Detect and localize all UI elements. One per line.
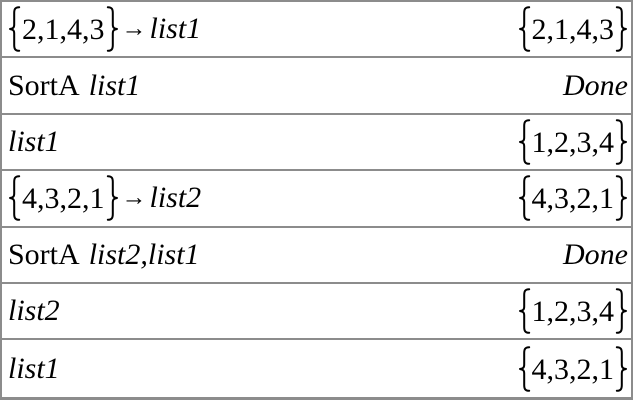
row-result: Done — [563, 237, 628, 271]
result-list-values: 1,2,3,4 — [531, 295, 615, 329]
right-brace-icon — [615, 6, 628, 52]
variable-name: list2 — [8, 294, 60, 328]
history-row[interactable]: 4,3,2,1 →list2 4,3,2,1 — [2, 171, 631, 228]
result-list-values: 4,3,2,1 — [531, 352, 615, 386]
left-brace-icon — [518, 119, 531, 165]
row-result: 4,3,2,1 — [518, 175, 629, 222]
result-list: 4,3,2,1 — [518, 345, 629, 392]
history-row[interactable]: list1 1,2,3,4 — [2, 114, 631, 172]
expression-list: 4,3,2,1 — [8, 175, 119, 222]
row-result: 4,3,2,1 — [518, 345, 629, 392]
left-brace-icon — [518, 6, 531, 52]
expression-list-values: 4,3,2,1 — [22, 182, 105, 216]
left-brace-icon — [8, 6, 21, 52]
row-expression[interactable]: 4,3,2,1 →list2 — [8, 175, 202, 222]
row-result: 1,2,3,4 — [518, 119, 629, 165]
row-expression[interactable]: list1 — [8, 124, 60, 158]
row-result: Done — [563, 68, 628, 102]
result-list: 2,1,4,3 — [518, 6, 629, 52]
right-brace-icon — [615, 345, 628, 392]
result-status-text: Done — [563, 68, 628, 102]
right-brace-icon — [615, 175, 628, 222]
row-expression[interactable]: list2 — [8, 296, 60, 326]
expression-list-values: 2,1,4,3 — [22, 13, 105, 47]
right-brace-icon — [615, 119, 628, 165]
store-target-variable: list1 — [149, 12, 202, 46]
left-brace-icon — [518, 288, 531, 334]
history-row[interactable]: list1 4,3,2,1 — [2, 340, 631, 397]
command-name: SortA — [8, 237, 80, 271]
result-list: 1,2,3,4 — [518, 288, 629, 334]
right-brace-icon — [106, 175, 119, 222]
row-result: 2,1,4,3 — [518, 6, 629, 52]
history-row[interactable]: 2,1,4,3 →list1 2,1,4,3 — [2, 2, 631, 59]
result-list: 1,2,3,4 — [518, 119, 629, 165]
command-arguments: list1 — [88, 68, 141, 102]
result-status-text: Done — [563, 237, 628, 271]
left-brace-icon — [518, 175, 531, 222]
row-expression[interactable]: list1 — [8, 351, 60, 385]
variable-name: list1 — [8, 351, 60, 385]
store-target-variable: list2 — [149, 181, 202, 215]
variable-name: list1 — [8, 124, 60, 158]
left-brace-icon — [518, 345, 531, 392]
right-brace-icon — [615, 288, 628, 334]
result-list-values: 2,1,4,3 — [531, 13, 615, 47]
command-arguments: list2,list1 — [88, 237, 200, 271]
expression-list: 2,1,4,3 — [8, 6, 119, 52]
store-arrow-icon: → — [121, 183, 147, 211]
result-list: 4,3,2,1 — [518, 175, 629, 222]
history-row[interactable]: list2 1,2,3,4 — [2, 283, 631, 341]
result-list-values: 1,2,3,4 — [531, 125, 615, 159]
row-result: 1,2,3,4 — [518, 288, 629, 334]
result-list-values: 4,3,2,1 — [531, 182, 615, 216]
left-brace-icon — [8, 175, 21, 222]
right-brace-icon — [106, 6, 119, 52]
row-expression[interactable]: 2,1,4,3 →list1 — [8, 6, 201, 52]
store-arrow-icon: → — [121, 14, 147, 42]
command-name: SortA — [8, 68, 80, 102]
